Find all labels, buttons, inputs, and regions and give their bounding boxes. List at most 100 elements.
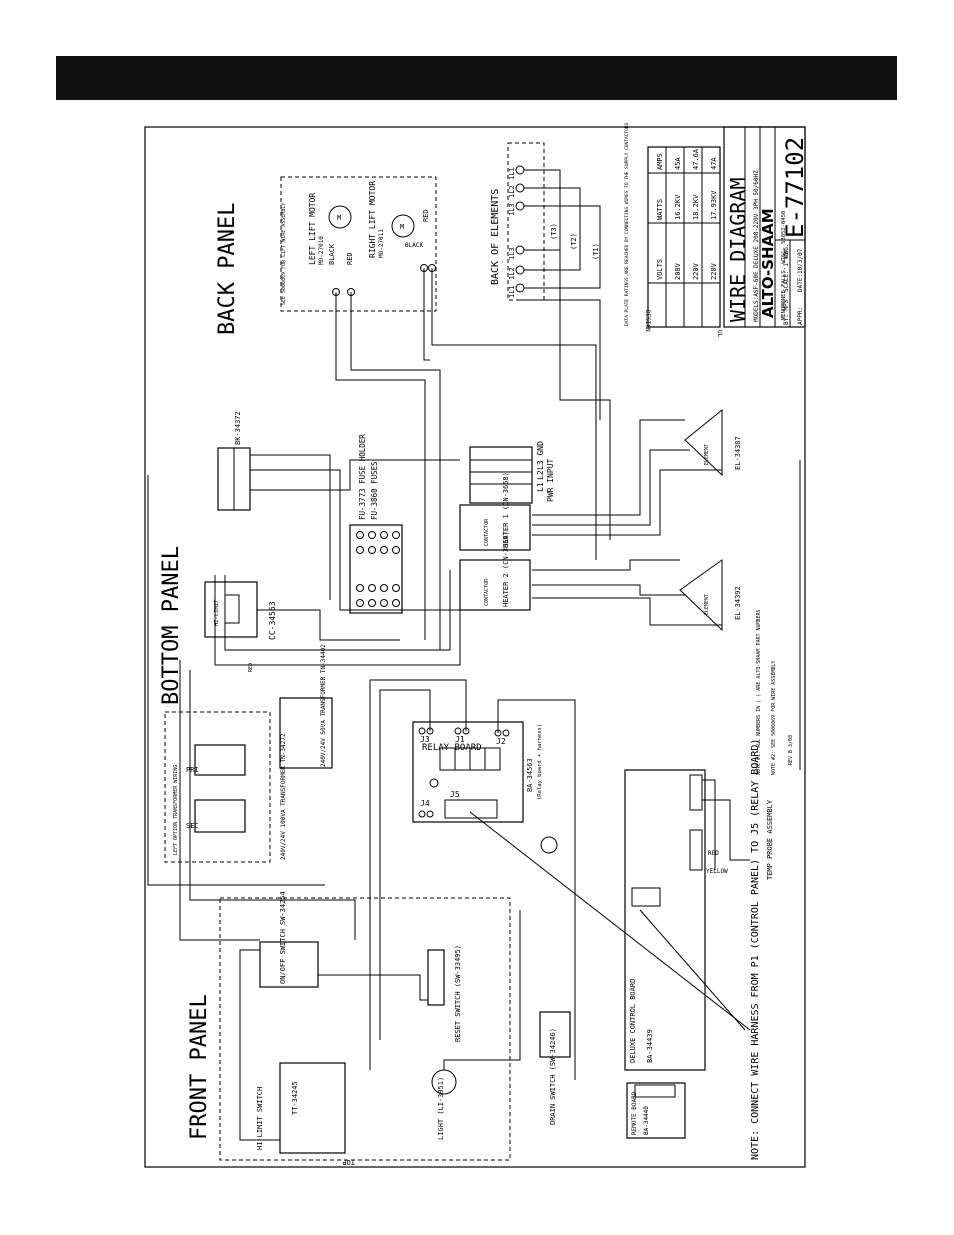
svg-text:J4: J4 xyxy=(420,799,430,808)
ratings-header-volts: VOLTS xyxy=(656,259,664,280)
svg-text:YELLOW: YELLOW xyxy=(706,868,728,875)
relay-desc: (Relay board + harness) xyxy=(537,724,543,800)
rev-note: REV B 3/08 xyxy=(788,735,794,765)
note-1: NOTE #1: ALL NUMBERS IN ( ) ARE ALTO-SHA… xyxy=(756,609,762,775)
title-block-title: WIRE DIAGRAM xyxy=(726,178,750,323)
title-block-scale: SCALE: 1"=1" xyxy=(783,249,790,292)
right-lift-motor: RIGHT LIFT MOTOR xyxy=(368,181,377,258)
contactor-heater2: HEATER 2 (CN-3658) xyxy=(502,531,510,607)
right-motor-red: RED xyxy=(422,209,430,222)
contactor-heater1: HEATER 1 (CN-3658) xyxy=(502,472,510,548)
svg-text:1L3: 1L3 xyxy=(508,247,516,260)
svg-text:M: M xyxy=(400,223,404,231)
ratings-cell: 47.6A xyxy=(692,148,700,170)
cc-34563: CC-34563 xyxy=(268,601,277,640)
deluxe-board-label: DELUXE CONTROL BOARD xyxy=(629,979,637,1063)
transformer-50va: 240V/24V 50VA TRANSFORMER TN-34402 xyxy=(320,644,327,767)
deluxe-board-part: BA-34439 xyxy=(646,1029,654,1063)
temp-probe-label: TEMP PROBE ASSEMBLY xyxy=(766,799,774,880)
title-block-dwg: DWG. xyxy=(783,244,790,258)
ratings-cell: 220V xyxy=(692,262,700,280)
header-bar xyxy=(56,56,897,100)
hi-limit-switch-label: HI-LIMIT SWITCH xyxy=(256,1087,264,1150)
svg-text:RED: RED xyxy=(708,850,719,857)
title-block: WIRE DIAGRAM MODELS:ASF-60E DELUXE 208-2… xyxy=(723,126,809,328)
element-el-34392: EL-34392 xyxy=(734,586,742,620)
svg-text:L1: L1 xyxy=(536,482,545,492)
relay-board: RELAY BOARD J3 J1 J2 J4 J5 BA-34563 (Rel… xyxy=(369,679,576,1080)
left-lift-motor: LEFT LIFT MOTOR xyxy=(308,193,317,265)
left-motor-red: RED xyxy=(346,252,354,265)
diagram-frame xyxy=(144,126,806,1168)
ratings-cell: 18.2KV xyxy=(692,194,700,220)
power-input-label: PWR INPUT xyxy=(546,458,555,502)
fuse-holder-label: FU-3773 FUSE HOLDER xyxy=(358,434,367,520)
svg-text:L2: L2 xyxy=(536,470,545,480)
relay-board-label: RELAY BOARD xyxy=(422,743,482,753)
ratings-cell: 47A xyxy=(710,157,718,170)
fuse-terminals xyxy=(356,531,400,607)
svg-text:ELEMENT: ELEMENT xyxy=(704,594,710,615)
hi-limit-label: HI-LIMIT xyxy=(214,599,220,626)
svg-text:(T3): (T3) xyxy=(550,223,558,240)
back-panel-title: BACK PANEL xyxy=(215,203,240,335)
drain-switch-label: DRAIN SWITCH (SW-34246) xyxy=(549,1028,557,1125)
notes: NOTE: CONNECT WIRE HARNESS FROM P1 (CONT… xyxy=(469,460,801,1160)
title-block-models: MODELS:ASF-60E DELUXE 208-220V 3PH 50/60… xyxy=(753,170,760,322)
right-lift-motor-part: MO-27011 xyxy=(378,229,385,258)
brand-logo: ALTO-SHAAM xyxy=(759,208,777,318)
svg-text:CONTACTOR: CONTACTOR xyxy=(484,578,490,606)
svg-text:1L2: 1L2 xyxy=(508,185,516,198)
ratings-cell: 208V xyxy=(674,262,682,280)
tt-34245: TT-34245 xyxy=(291,1081,299,1115)
front-panel-title: FRONT PANEL xyxy=(187,994,212,1140)
reset-switch-label: RESET SWITCH (SW-33495) xyxy=(454,945,462,1042)
back-of-elements: BACK OF ELEMENTS 1L1 1L2 1L3 1L3 1L2 1L1… xyxy=(490,142,601,301)
svg-text:1L1: 1L1 xyxy=(508,167,516,180)
right-motor-black: BLACK xyxy=(405,242,423,249)
ratings-cell: 220V xyxy=(710,262,718,280)
contactors: HEATER 1 (CN-3658) HEATER 2 (CN-3658) CO… xyxy=(459,472,531,611)
onoff-switch-label: ON/OFF SWITCH SW-34254 xyxy=(279,891,287,984)
ratings-cell: 16.2KV xyxy=(674,194,682,220)
ratings-cell: 17.93KV xyxy=(710,190,718,220)
left-lift-motor-part: MO-27010 xyxy=(318,236,325,265)
svg-text:ELEMENT: ELEMENT xyxy=(704,444,710,465)
svg-text:SEC: SEC xyxy=(186,822,199,830)
ratings-table: VOLTS WATTS AMPS 208V 16.2KV 45A 220V 18… xyxy=(624,123,723,338)
note-2: NOTE #2: SEE 5006069 FOR WIRE ASSEMBLY xyxy=(771,661,777,775)
title-block-address: MENOMONEE FALLS, WISC. 53052-0450 xyxy=(781,211,787,320)
terminal-block: BK-34372 xyxy=(217,411,470,611)
deluxe-control-board: DELUXE CONTROL BOARD BA-34439 RED YELLOW… xyxy=(624,769,774,1139)
element-el-34387: EL-34387 xyxy=(734,436,742,470)
ratings-header-watts: WATTS xyxy=(656,199,664,220)
svg-text:J2: J2 xyxy=(496,737,506,746)
bottom-panel: BOTTOM PANEL HI-LIMIT CC-34563 RED 240V/… xyxy=(147,475,461,941)
power-gnd: L3 GND xyxy=(536,441,545,470)
elements-note: DATA PLATE RATINGS ARE REACHED BY CONNEC… xyxy=(624,123,630,326)
main-note: NOTE: CONNECT WIRE HARNESS FROM P1 (CONT… xyxy=(750,739,761,1160)
svg-text:J1: J1 xyxy=(455,735,465,744)
svg-text:PRI: PRI xyxy=(186,766,199,774)
svg-text:M: M xyxy=(337,214,341,222)
svg-text:J5: J5 xyxy=(450,790,460,799)
front-panel: FRONT PANEL ON/OFF SWITCH SW-34254 RESET… xyxy=(187,891,571,1166)
svg-text:1L3: 1L3 xyxy=(508,203,516,216)
svg-text:CONTACTOR: CONTACTOR xyxy=(484,518,490,546)
left-motor-black: BLACK xyxy=(328,243,336,265)
remote-board-label: REMOTE BOARD xyxy=(631,1091,638,1135)
title-block-by: BY: MP3 xyxy=(783,299,790,325)
lift-option-note: LEFT OPTION TRANSFORMER WIRING xyxy=(173,765,179,855)
back-of-elements-title: BACK OF ELEMENTS xyxy=(490,189,501,285)
heating-elements: EL-34387 ELEMENT EL-34392 ELEMENT xyxy=(520,250,742,632)
light-label: LIGHT (LI-3951) xyxy=(437,1077,445,1140)
svg-text:J3: J3 xyxy=(420,735,430,744)
top-label: TOP xyxy=(342,1158,355,1166)
title-block-appr: APPR: xyxy=(797,307,804,325)
svg-text:(T1): (T1) xyxy=(592,243,600,260)
lift-assembly-note: SEE 5006069 FOR LIFT WIRE ASSEMBLY xyxy=(281,203,287,305)
title-block-date: DATE:10/3/07 xyxy=(797,248,804,292)
ratings-header-amps: AMPS xyxy=(656,153,664,170)
remote-board-part: BA-34440 xyxy=(643,1106,650,1135)
